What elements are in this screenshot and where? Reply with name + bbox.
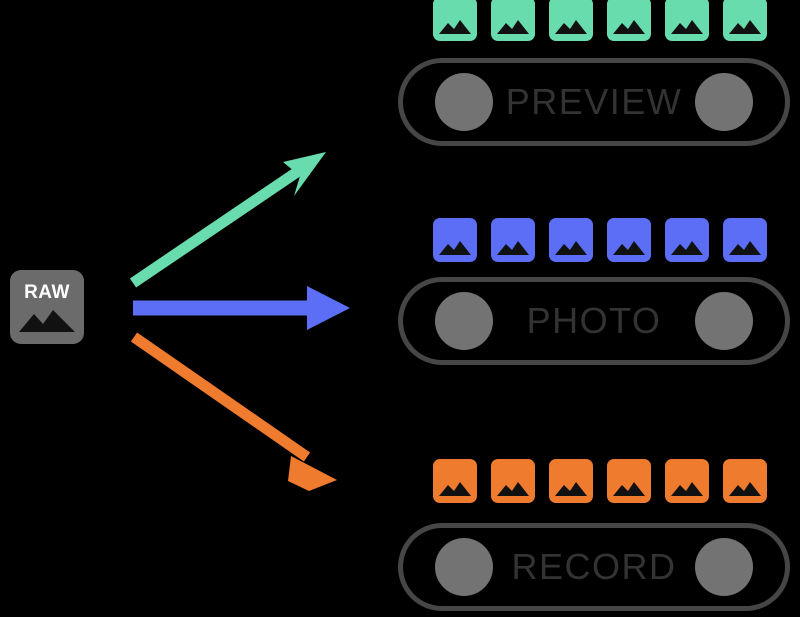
image-mountain-icon <box>497 20 529 34</box>
frame-tile[interactable] <box>549 0 593 41</box>
frame-strip-preview <box>433 0 767 41</box>
roller-right-icon <box>695 292 753 350</box>
image-mountain-icon <box>497 482 529 496</box>
arrow-to-preview <box>129 152 326 288</box>
image-mountain-icon <box>439 20 471 34</box>
pipeline-label-preview: PREVIEW <box>505 81 683 122</box>
image-mountain-icon <box>613 20 645 34</box>
frame-tile[interactable] <box>723 459 767 503</box>
frame-tile[interactable] <box>491 218 535 262</box>
image-mountain-icon <box>729 20 761 34</box>
image-mountain-icon <box>555 482 587 496</box>
roller-right-icon <box>695 73 753 131</box>
frame-tile[interactable] <box>491 0 535 41</box>
image-mountain-icon <box>555 20 587 34</box>
raw-source-label: RAW <box>24 282 70 303</box>
frame-tile[interactable] <box>549 218 593 262</box>
image-mountain-icon <box>19 310 75 332</box>
pipeline-label-record: RECORD <box>511 546 677 587</box>
roller-right-icon <box>695 538 753 596</box>
pipeline-label-photo: PHOTO <box>526 300 662 341</box>
frame-tile[interactable] <box>665 0 709 41</box>
frame-tile[interactable] <box>723 218 767 262</box>
arrow-to-photo <box>133 286 350 330</box>
arrow-to-record <box>130 332 337 491</box>
image-mountain-icon <box>729 241 761 255</box>
image-mountain-icon <box>671 241 703 255</box>
image-mountain-icon <box>671 482 703 496</box>
raw-source-tile[interactable]: RAW <box>10 270 84 344</box>
image-mountain-icon <box>729 482 761 496</box>
frame-tile[interactable] <box>607 459 651 503</box>
roller-left-icon <box>435 292 493 350</box>
frame-strip-photo <box>433 218 767 262</box>
image-mountain-icon <box>555 241 587 255</box>
image-mountain-icon <box>439 482 471 496</box>
frame-tile[interactable] <box>607 218 651 262</box>
frame-tile[interactable] <box>433 459 477 503</box>
frame-tile[interactable] <box>433 218 477 262</box>
image-mountain-icon <box>613 482 645 496</box>
image-mountain-icon <box>497 241 529 255</box>
pipeline-record[interactable]: RECORD <box>398 523 790 611</box>
frame-tile[interactable] <box>491 459 535 503</box>
frame-tile[interactable] <box>665 218 709 262</box>
frame-tile[interactable] <box>665 459 709 503</box>
pipeline-photo[interactable]: PHOTO <box>398 277 790 365</box>
image-mountain-icon <box>671 20 703 34</box>
roller-left-icon <box>435 73 493 131</box>
image-mountain-icon <box>439 241 471 255</box>
pipeline-preview[interactable]: PREVIEW <box>398 58 790 146</box>
roller-left-icon <box>435 538 493 596</box>
frame-tile[interactable] <box>607 0 651 41</box>
image-mountain-icon <box>613 241 645 255</box>
frame-tile[interactable] <box>723 0 767 41</box>
frame-tile[interactable] <box>433 0 477 41</box>
frame-tile[interactable] <box>549 459 593 503</box>
frame-strip-record <box>433 459 767 503</box>
